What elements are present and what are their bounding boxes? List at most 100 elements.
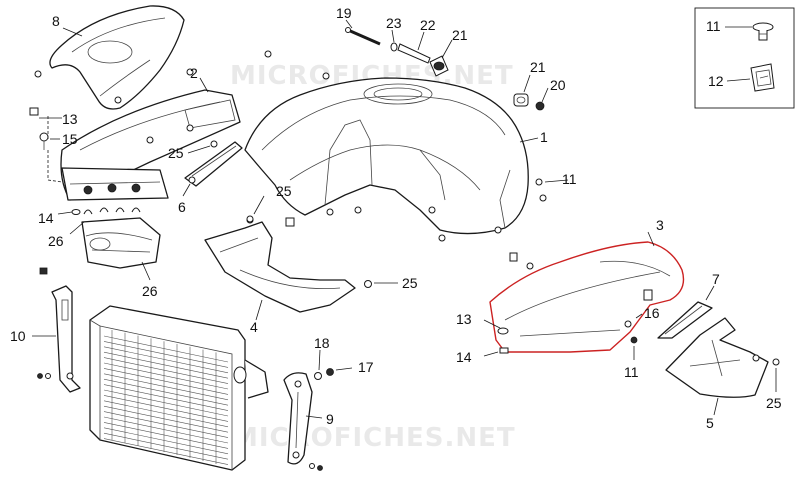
leader-17 — [335, 367, 353, 371]
callout-21-right: 21 — [530, 59, 546, 75]
screw-near-8[interactable] — [34, 70, 42, 78]
callout-13-right: 13 — [456, 311, 472, 327]
callout-8: 8 — [52, 13, 60, 29]
leader-26-lower — [141, 261, 151, 281]
callout-5: 5 — [706, 415, 714, 431]
callout-11-inset: 11 — [706, 18, 721, 34]
screw-top-center[interactable] — [264, 50, 272, 58]
washer-14-left[interactable] — [71, 209, 81, 215]
screw-11-right-a[interactable] — [535, 178, 543, 186]
leader-14-left — [57, 211, 73, 215]
callout-16: 16 — [644, 305, 660, 321]
leader-4 — [255, 299, 263, 321]
callout-2: 2 — [190, 65, 198, 81]
leader-23 — [391, 29, 395, 43]
clip-near-3[interactable] — [509, 252, 518, 262]
screw-16[interactable] — [624, 320, 632, 328]
inner-bracket-with-clips[interactable] — [61, 167, 169, 201]
clip-near-4[interactable] — [285, 217, 295, 227]
part-8-upper-cover[interactable] — [49, 5, 185, 110]
callout-25-right-4: 25 — [402, 275, 418, 291]
callout-20: 20 — [550, 77, 566, 93]
part-9-bracket[interactable] — [283, 372, 313, 465]
screw-13-right[interactable] — [497, 327, 509, 335]
dashed-guide-13-15 — [47, 116, 63, 183]
callout-12: 12 — [708, 73, 724, 89]
callout-26-upper: 26 — [48, 233, 64, 249]
screw-25-right-4[interactable] — [364, 280, 372, 288]
clips-26-row[interactable] — [83, 207, 141, 215]
screw-11-right-b[interactable] — [539, 194, 547, 202]
part-5-lower-right-cover[interactable] — [665, 317, 769, 398]
screw-top-center-b[interactable] — [322, 72, 330, 80]
leader-21-upper — [441, 39, 453, 59]
callout-11-lower: 11 — [624, 364, 639, 380]
part-1-tank-cover[interactable] — [244, 77, 529, 242]
screw-25-near-6[interactable] — [210, 140, 218, 148]
screw-near-3[interactable] — [526, 262, 534, 270]
screw-bottom-9[interactable] — [309, 463, 323, 471]
callout-25-center: 25 — [276, 183, 292, 199]
callout-1: 1 — [540, 129, 548, 145]
screw-near-8b[interactable] — [186, 68, 194, 76]
part-7-trim[interactable] — [657, 301, 713, 339]
callout-14-left: 14 — [38, 210, 54, 226]
callout-7: 7 — [712, 271, 720, 287]
callout-13-left: 13 — [62, 111, 78, 127]
part-21-grommet-right[interactable] — [513, 93, 529, 107]
part-4-lower-panel[interactable] — [204, 216, 356, 313]
callout-18: 18 — [314, 335, 330, 351]
part-23-washer[interactable] — [390, 42, 398, 52]
radiator[interactable] — [89, 305, 269, 471]
part-10-bracket[interactable] — [51, 285, 81, 393]
callout-17: 17 — [358, 359, 374, 375]
screw-25-center[interactable] — [246, 215, 254, 223]
callout-25-near-6: 25 — [168, 145, 184, 161]
leader-11-right — [544, 179, 569, 183]
part-22-sleeve[interactable] — [397, 43, 431, 64]
part-11-screw-detail[interactable] — [752, 22, 774, 41]
leader-22 — [417, 31, 425, 51]
leader-13-right — [483, 319, 501, 329]
callout-25-right: 25 — [766, 395, 782, 411]
callout-15: 15 — [62, 131, 78, 147]
inset-frame — [694, 7, 795, 109]
callout-4: 4 — [250, 319, 258, 335]
callout-14-right: 14 — [456, 349, 472, 365]
leader-3 — [647, 231, 655, 247]
callout-10: 10 — [10, 328, 26, 344]
part-19-rod[interactable] — [345, 27, 381, 46]
leader-12 — [726, 78, 751, 82]
callout-6: 6 — [178, 199, 186, 215]
leader-6 — [182, 183, 191, 197]
part-12-speed-nut-detail[interactable] — [750, 63, 775, 92]
part-17-screw[interactable] — [326, 368, 334, 376]
leader-5 — [713, 397, 719, 416]
leader-14-right — [483, 351, 499, 357]
screw-15[interactable] — [39, 132, 49, 150]
callout-19: 19 — [336, 5, 352, 21]
leader-20 — [541, 87, 549, 103]
leader-8 — [62, 27, 83, 37]
screw-11-lower[interactable] — [630, 336, 638, 344]
screw-25-right[interactable] — [772, 358, 780, 366]
part-26-intake-duct[interactable] — [81, 217, 161, 269]
leader-25-center — [253, 195, 265, 215]
leader-16 — [635, 313, 643, 319]
callout-9: 9 — [326, 411, 334, 427]
part-18-washer[interactable] — [314, 372, 322, 380]
callout-3: 3 — [656, 217, 664, 233]
screw-top-bracket-10[interactable] — [39, 267, 48, 275]
callout-21-upper: 21 — [452, 27, 468, 43]
washer-14-right[interactable] — [499, 347, 509, 354]
screw-bottom-bracket-10[interactable] — [37, 373, 51, 379]
part-6-bracket[interactable] — [184, 141, 243, 187]
screw-13-left[interactable] — [29, 107, 39, 116]
part-3-side-panel-right[interactable] — [489, 241, 685, 353]
part-21-grommet-upper[interactable] — [429, 55, 449, 77]
part-20-nut[interactable] — [535, 101, 545, 111]
leader-1 — [519, 137, 539, 143]
callout-23: 23 — [386, 15, 402, 31]
leader-26-upper — [69, 221, 85, 235]
